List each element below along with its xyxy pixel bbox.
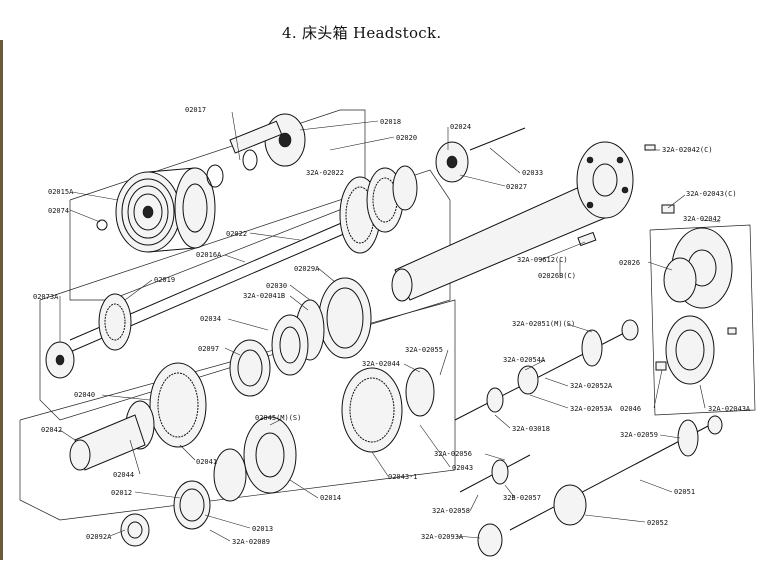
label-02033: 02033 xyxy=(522,169,543,177)
bearing-02034 xyxy=(271,314,309,376)
gear-32a-02059 xyxy=(677,419,699,457)
label-32a-02042c: 32A-02042(C) xyxy=(662,146,713,154)
nut-02092a xyxy=(120,513,150,547)
frame-flange xyxy=(649,224,756,416)
gear-02040 xyxy=(149,362,207,448)
label-02041: 02041 xyxy=(196,458,217,466)
label-02013: 02013 xyxy=(252,525,273,533)
label-02073a: 02073A xyxy=(33,293,59,301)
label-32a-02043c: 32A-02043(C) xyxy=(686,190,737,198)
label-02034: 02034 xyxy=(200,315,221,323)
label-02027: 02027 xyxy=(506,183,527,191)
label-02026bc: 02026B(C) xyxy=(538,272,576,280)
label-02042: 02042 xyxy=(41,426,62,434)
label-02016a: 02016A xyxy=(196,251,222,259)
label-32a-02093a: 32A-02093A xyxy=(421,533,464,541)
label-32a-02058: 32A-02058 xyxy=(432,507,470,515)
label-02019: 02019 xyxy=(154,276,175,284)
label-02092a: 02092A xyxy=(86,533,112,541)
leader-lines xyxy=(59,111,721,542)
label-02045ms: 02045(M)(S) xyxy=(255,414,301,422)
frame-lower-shaft xyxy=(19,299,456,521)
label-02043-1: 02043-1 xyxy=(388,473,418,481)
ring-02097 xyxy=(229,339,271,397)
label-02046: 02046 xyxy=(620,405,641,413)
label-02074: 02074 xyxy=(48,207,69,215)
sleeve-02014 xyxy=(243,416,297,494)
label-32a-02054a: 32A-02054A xyxy=(503,356,546,364)
frame-middle-shaft xyxy=(39,169,451,421)
label-02052: 02052 xyxy=(647,519,668,527)
small-shafts-group xyxy=(454,319,723,557)
label-02040: 02040 xyxy=(74,391,95,399)
binding-rule xyxy=(0,40,3,560)
gear-02043 xyxy=(341,367,403,453)
label-32a-02044: 32A-02044 xyxy=(362,360,400,368)
label-02020: 02020 xyxy=(396,134,417,142)
label-32a-02042: 32A-02042 xyxy=(683,215,721,223)
label-02044: 02044 xyxy=(113,471,134,479)
gear-32a-02051 xyxy=(581,329,603,367)
spindle-group xyxy=(391,141,675,302)
pulley-group xyxy=(96,113,306,253)
label-02029a: 02029A xyxy=(294,265,320,273)
label-32a-09612c: 32A-09612(C) xyxy=(517,256,568,264)
key-02074 xyxy=(96,219,108,231)
label-32a-02055: 32A-02055 xyxy=(405,346,443,354)
label-02043: 02043 xyxy=(452,464,473,472)
label-02097: 02097 xyxy=(198,345,219,353)
label-02018: 02018 xyxy=(380,118,401,126)
label-02015a: 02015A xyxy=(48,188,74,196)
flange-group xyxy=(655,227,737,385)
label-02017: 02017 xyxy=(185,106,206,114)
label-02014: 02014 xyxy=(320,494,341,502)
part-labels: 02017 02018 02020 02024 02033 02027 32A-… xyxy=(33,106,751,546)
label-32a-03018: 32A-03018 xyxy=(512,425,550,433)
frame-upper-shaft xyxy=(69,109,366,301)
page-title: 4. 床头箱 Headstock. xyxy=(282,24,442,42)
label-32a-02041b: 32A-02041B xyxy=(243,292,285,300)
label-32a-02052a: 32A-02052A xyxy=(570,382,613,390)
label-02026: 02026 xyxy=(619,259,640,267)
label-32a-02022: 32A-02022 xyxy=(306,169,344,177)
label-32a-02051ms: 32A-02051(M)(S) xyxy=(512,320,575,328)
label-32a-02089: 32A-02089 xyxy=(232,538,270,546)
label-32b-02057: 32B-02057 xyxy=(503,494,541,502)
label-32a-02059: 32A-02059 xyxy=(620,431,658,439)
bracket-02052 xyxy=(553,484,587,526)
ring-32a-02043a xyxy=(665,315,715,385)
label-02051: 02051 xyxy=(674,488,695,496)
label-32a-02056: 32A-02056 xyxy=(434,450,472,458)
gear-02019 xyxy=(98,293,132,351)
lower-group xyxy=(120,367,435,547)
spindle-flange-02026b xyxy=(576,141,634,219)
upper-shaft-group xyxy=(45,127,526,379)
ring-02013 xyxy=(173,480,211,530)
label-02030: 02030 xyxy=(266,282,287,290)
label-02012: 02012 xyxy=(111,489,132,497)
label-32a-02053a: 32A-02053A xyxy=(570,405,613,413)
label-02024: 02024 xyxy=(450,123,471,131)
label-32a-02043a: 32A-02043A xyxy=(708,405,751,413)
label-02022: 02022 xyxy=(226,230,247,238)
